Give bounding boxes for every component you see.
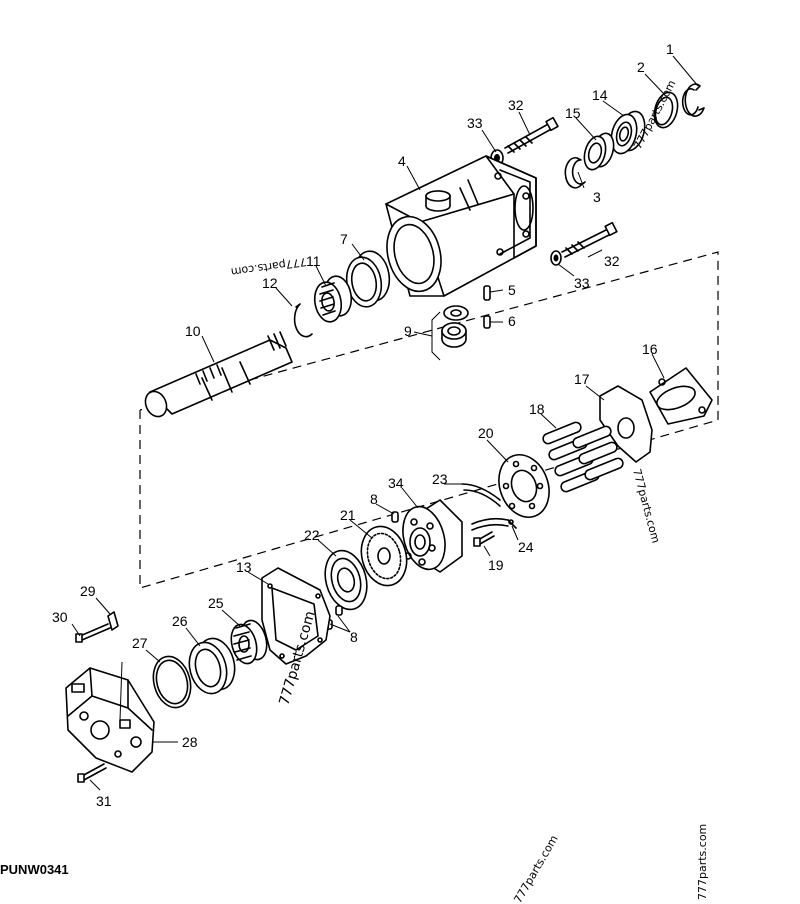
watermark-right: 777parts.com: [630, 467, 662, 544]
callout-31: 31: [96, 793, 112, 809]
figure-code: PUNW0341: [0, 862, 69, 877]
callout-21: 21: [340, 507, 356, 523]
watermark-bottom-mid: 777parts.com: [511, 833, 560, 904]
part-6-pin: [483, 315, 491, 329]
callout-13: 13: [236, 559, 252, 575]
part-32-bolt-top: [504, 116, 559, 154]
part-4-housing: [385, 155, 537, 297]
part-33-washer-right: [550, 250, 562, 266]
callout-32-top: 32: [508, 97, 524, 113]
callout-2: 2: [637, 59, 645, 75]
callout-14: 14: [592, 87, 608, 103]
callout-1: 1: [666, 41, 674, 57]
callout-20: 20: [478, 425, 494, 441]
part-2-ring: [653, 91, 679, 129]
part-22-bearing: [324, 549, 368, 611]
callout-25: 25: [208, 595, 224, 611]
part-14-bearing: [610, 110, 646, 155]
callout-23: 23: [432, 471, 448, 487]
part-30-bolt: [75, 623, 111, 643]
part-21-swashplate: [360, 525, 408, 587]
part-13-gasket: [261, 567, 331, 665]
callout-15: 15: [565, 105, 581, 121]
callout-34: 34: [388, 475, 404, 491]
part-31-bolt: [77, 763, 107, 783]
part-8-dowel-upper: [391, 511, 399, 523]
part-18-pistons: [542, 421, 624, 493]
part-16-cover: [649, 367, 713, 425]
leader-lines: [71, 55, 699, 791]
callout-24: 24: [518, 539, 534, 555]
part-11-bearing-cone: [313, 275, 353, 323]
part-32-bolt-right: [561, 221, 618, 258]
callout-28: 28: [182, 734, 198, 750]
callout-33-top: 33: [467, 115, 483, 131]
part-27-o-ring: [152, 655, 192, 709]
callout-11: 11: [306, 253, 321, 269]
callout-19: 19: [488, 557, 504, 573]
callout-32-right: 32: [604, 253, 620, 269]
callout-33-right: 33: [574, 275, 590, 291]
part-12-snap-ring: [293, 303, 313, 338]
part-24-pin: [507, 519, 517, 529]
watermark-bottom-right: 777parts.com: [696, 824, 709, 900]
part-25-gear: [230, 619, 268, 665]
callout-17: 17: [574, 371, 590, 387]
part-26-bearing-cup: [188, 637, 236, 695]
callout-6: 6: [508, 313, 516, 329]
part-1-snap-ring: [681, 83, 705, 117]
callout-18: 18: [529, 401, 545, 417]
callout-5: 5: [508, 282, 516, 298]
part-29-clip: [107, 611, 119, 631]
part-9-seal: [431, 305, 469, 361]
part-23-spring: [461, 483, 509, 531]
callout-9: 9: [404, 323, 412, 339]
callout-30: 30: [52, 609, 68, 625]
callout-8-lower: 8: [350, 629, 358, 645]
part-15-bearing-cup: [583, 132, 615, 171]
part-19-bolt: [473, 531, 495, 547]
part-5-pin: [483, 285, 491, 301]
callout-4: 4: [398, 153, 406, 169]
part-10-input-shaft: [144, 331, 293, 418]
callout-10: 10: [185, 323, 201, 339]
callout-7: 7: [340, 231, 348, 247]
part-28-end-cover: [65, 667, 155, 773]
callout-12: 12: [262, 275, 278, 291]
callout-26: 26: [172, 613, 188, 629]
callout-29: 29: [80, 583, 96, 599]
callout-8-upper: 8: [370, 491, 378, 507]
callout-labels: 1 2 3 4 5 6 7 8 8 9 10 11 12 13 14 15 16…: [52, 41, 674, 809]
assembly-dashed-outline: [139, 251, 719, 589]
part-7-bearing-cup: [345, 250, 391, 308]
callout-3: 3: [593, 189, 601, 205]
part-20-retainer-plate: [498, 454, 550, 518]
callout-22: 22: [304, 527, 320, 543]
callout-16: 16: [642, 341, 658, 357]
callout-27: 27: [132, 635, 148, 651]
